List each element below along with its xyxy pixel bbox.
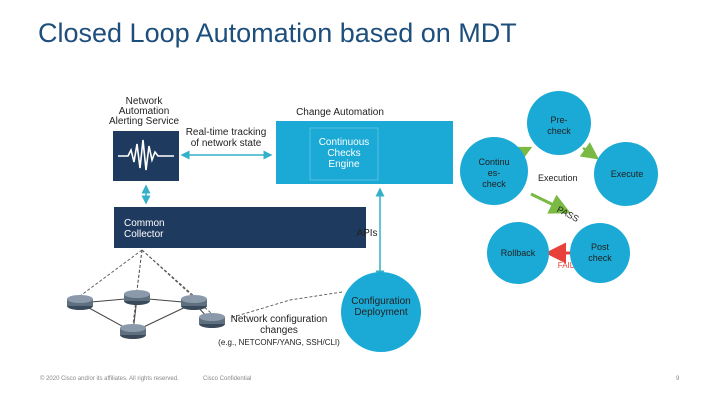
page-title: Closed Loop Automation based on MDT <box>38 18 517 48</box>
checks-engine-label-line: Checks <box>327 148 361 159</box>
alerting-label-line: Automation <box>118 106 170 117</box>
realtime-label-line: of network state <box>190 138 262 149</box>
rollback-label: Rollback <box>500 248 536 258</box>
footer-copyright: © 2020 Cisco and/or its affiliates. All … <box>40 376 179 382</box>
collector-label-line: Common <box>124 218 165 229</box>
checks-engine-label: Continuous Checks Engine <box>310 137 378 170</box>
collector-label-line: Collector <box>124 229 164 240</box>
postcheck-label-line: check <box>588 253 612 263</box>
precheck-circle <box>527 91 591 155</box>
execute-circle <box>594 142 658 206</box>
telemetry-links <box>79 249 213 325</box>
rollback-circle <box>487 222 549 284</box>
net-config-label-line: Network configuration <box>230 314 328 325</box>
protocols-label: (e.g., NETCONF/YANG, SSH/CLI) <box>218 338 340 347</box>
config-deploy-label-line: Configuration <box>351 296 411 307</box>
network-configuration-label: Network configuration changes <box>220 314 338 336</box>
pass-arrow <box>530 192 571 214</box>
checks-engine-label-line: Continuous <box>318 137 370 148</box>
router-icon <box>120 324 146 339</box>
execution-label: Execution <box>538 173 578 183</box>
checks-engine-box <box>309 127 379 181</box>
continuous-check-label: Continu es- check <box>472 157 516 190</box>
continuous-check-label-line: Continu <box>478 157 510 167</box>
config-deploy-label-line: Deployment <box>354 307 408 318</box>
realtime-tracking-label: Real-time tracking of network state <box>182 127 270 149</box>
realtime-label-line: Real-time tracking <box>185 127 267 138</box>
common-collector-box <box>114 207 366 248</box>
execute-label: Execute <box>610 169 644 179</box>
continuous-check-label-line: check <box>482 179 506 189</box>
router-icon <box>124 290 150 305</box>
precheck-label-line: check <box>547 126 571 136</box>
configuration-deployment-circle <box>341 272 421 352</box>
postcheck-circle <box>570 223 630 283</box>
router-icon <box>67 295 93 310</box>
common-collector-label: Common Collector <box>124 218 165 240</box>
continuous-check-circle <box>460 137 528 205</box>
checks-engine-label-line: Engine <box>328 159 360 170</box>
configuration-deployment-label: Configuration Deployment <box>341 296 421 318</box>
net-config-label-line: changes <box>260 325 298 336</box>
continuous-check-label-line: es- <box>487 168 501 178</box>
apis-label: APIs <box>356 228 378 239</box>
router-icon <box>181 295 207 310</box>
router-icon <box>199 313 225 328</box>
fail-label: FAIL <box>557 261 575 270</box>
alerting-label-line: Network <box>125 96 163 107</box>
alerting-service-label: Network Automation Alerting Service <box>104 97 184 127</box>
execution-arrow <box>579 142 600 160</box>
change-automation-label: Change Automation <box>296 107 384 118</box>
alerting-label-line: Alerting Service <box>108 116 180 127</box>
postcheck-label-line: Post <box>590 242 609 252</box>
precheck-label-line: Pre- <box>550 115 568 125</box>
page-number: 9 <box>676 376 680 382</box>
deployment-link <box>229 291 343 319</box>
precheck-label: Pre- check <box>540 115 578 137</box>
precheck-arrow <box>512 146 533 163</box>
footer-confidential: Cisco Confidential <box>203 376 252 382</box>
waveform-icon <box>118 139 174 171</box>
postcheck-label: Post check <box>582 242 618 264</box>
